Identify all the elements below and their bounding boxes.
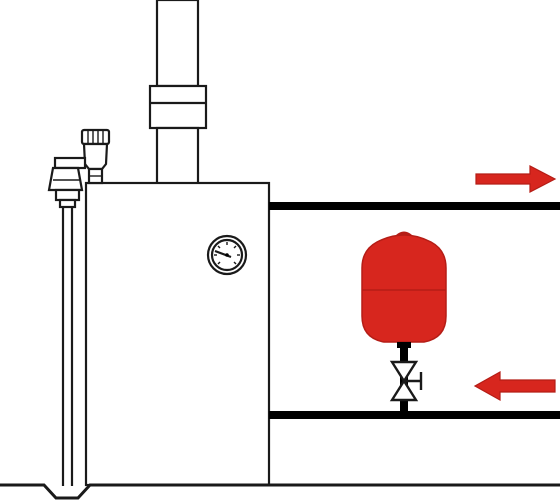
supply-flow-arrow-icon <box>475 165 557 193</box>
pressure-gauge-icon <box>206 234 248 276</box>
drain-pipe <box>61 206 74 486</box>
expansion-tank-icon <box>361 231 447 348</box>
return-flow-arrow-icon <box>473 370 556 402</box>
return-pipe <box>269 411 560 419</box>
flue-pipe <box>148 0 208 186</box>
boiler-body <box>84 181 271 487</box>
supply-pipe <box>269 202 560 210</box>
floor-line <box>0 483 560 500</box>
shutoff-valve-icon <box>389 360 423 402</box>
safety-valve-icon <box>47 128 111 209</box>
